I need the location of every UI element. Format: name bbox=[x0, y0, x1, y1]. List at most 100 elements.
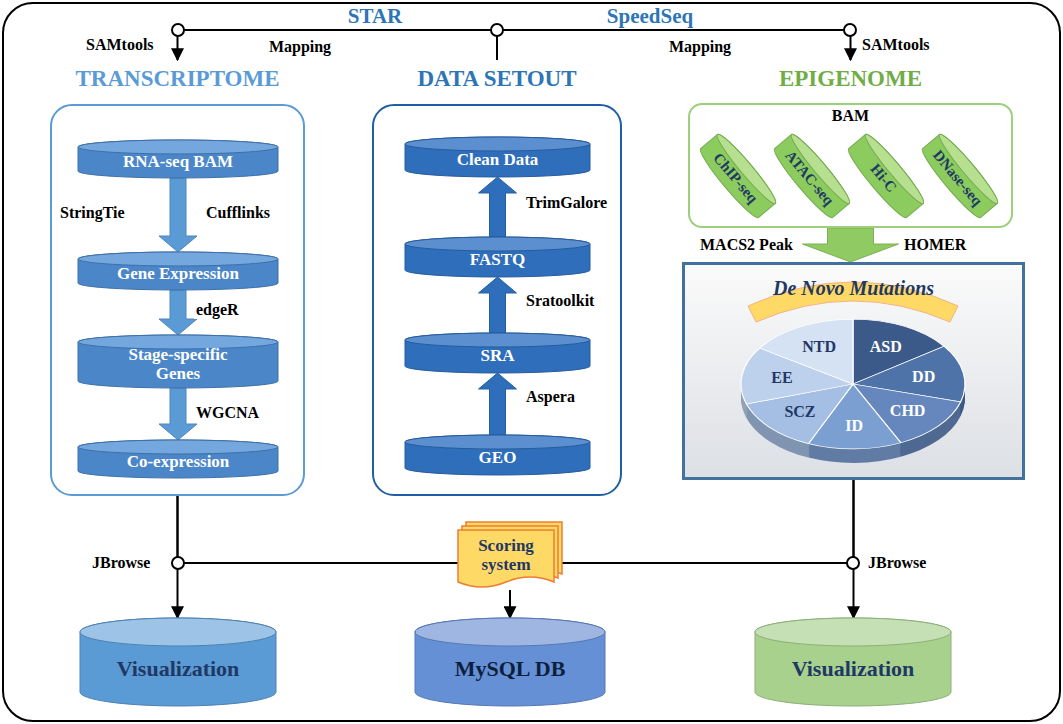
slice-label: ASD bbox=[870, 338, 902, 356]
section-panel: DATA SETOUT Clean DataFASTQ SRA GEO bbox=[372, 60, 622, 496]
flow-line bbox=[562, 480, 854, 563]
edge-label: TrimGalore bbox=[524, 194, 609, 212]
mutation-box: De Novo Mutations bbox=[682, 262, 1025, 480]
tool-label: JBrowse bbox=[868, 554, 926, 572]
cylinder-top bbox=[405, 237, 590, 251]
data-disc: FASTQ bbox=[405, 237, 590, 277]
text-holder: Visualization bbox=[80, 632, 276, 706]
tool-label: SAMtools bbox=[86, 36, 154, 54]
slice-label: DD bbox=[912, 368, 935, 386]
node-label: MySQL DB bbox=[455, 657, 566, 681]
text-holder: Scoring system bbox=[458, 530, 554, 582]
node-label: ChIP-seq bbox=[710, 150, 761, 207]
assay-disc: DNase-seq bbox=[918, 131, 1002, 222]
section-panel: EPIGENOMEBAMChIP-seqATAC-seqHi-CDNase-se… bbox=[688, 60, 1013, 228]
cylinder-top bbox=[80, 618, 276, 646]
assay-disc: ChIP-seq bbox=[696, 131, 780, 222]
node-label: Visualization bbox=[792, 657, 915, 681]
cylinder-top bbox=[78, 440, 278, 454]
cylinder-body bbox=[78, 252, 278, 290]
section-panel: TRANSCRIPTOMERNA-seq BAMGene ExpressionS… bbox=[50, 60, 305, 496]
flow-line bbox=[178, 496, 459, 563]
tool-label: Cufflinks bbox=[206, 204, 270, 222]
data-disc: Clean Data bbox=[405, 137, 590, 177]
cylinder-top bbox=[78, 252, 278, 266]
cylinder-body bbox=[405, 435, 590, 475]
cylinder-top bbox=[405, 435, 590, 449]
edge-label: Mapping bbox=[667, 38, 733, 56]
tool-label: SpeedSeq bbox=[607, 5, 693, 28]
block-arrow bbox=[479, 373, 517, 435]
section-heading: DATA SETOUT bbox=[417, 66, 576, 91]
cylinder-top bbox=[405, 333, 590, 347]
edge-label: Sratoolkit bbox=[524, 292, 596, 310]
document-page bbox=[458, 530, 554, 587]
node-label: FASTQ bbox=[470, 251, 525, 270]
junction-dot bbox=[491, 24, 503, 36]
node-label: Visualization bbox=[117, 657, 240, 681]
tool-label: StringTie bbox=[60, 204, 125, 222]
flow-line bbox=[497, 30, 851, 60]
pie-chart bbox=[741, 319, 965, 463]
junction-dot bbox=[172, 557, 184, 569]
cylinder-top bbox=[755, 618, 951, 646]
slice-label: EE bbox=[771, 370, 792, 388]
process-disc: Stage-specific Genes bbox=[78, 335, 278, 388]
edge-label: WGCNA bbox=[194, 404, 261, 422]
section-heading: TRANSCRIPTOME bbox=[75, 66, 279, 91]
node-label: GEO bbox=[479, 449, 517, 468]
block-arrow bbox=[159, 290, 197, 335]
slice-label: NTD bbox=[802, 339, 836, 357]
tool-label: HOMER bbox=[904, 236, 966, 254]
cylinder-body bbox=[415, 618, 605, 706]
cylinder-body bbox=[405, 137, 590, 177]
flow-line bbox=[178, 30, 498, 60]
text-holder: SRA bbox=[405, 340, 590, 373]
junction-dot bbox=[847, 557, 859, 569]
block-arrow bbox=[479, 177, 517, 237]
cylinder-body bbox=[405, 237, 590, 277]
node-label: Gene Expression bbox=[117, 265, 239, 284]
slice-label: ID bbox=[845, 417, 863, 435]
cylinder-top bbox=[861, 131, 928, 208]
panel-text: BAM bbox=[832, 107, 869, 125]
slice-label: SCZ bbox=[784, 403, 815, 421]
junction-dot bbox=[844, 24, 856, 36]
edge-label: edgeR bbox=[194, 301, 241, 319]
cylinder-body bbox=[770, 131, 854, 222]
cylinder-body bbox=[78, 335, 278, 388]
database-cylinder: Visualization bbox=[755, 618, 951, 706]
junction-dot bbox=[172, 24, 184, 36]
process-disc: RNA-seq BAM bbox=[78, 140, 278, 178]
node-label: SRA bbox=[480, 347, 514, 366]
box-ground bbox=[682, 262, 1025, 480]
cylinder-body bbox=[696, 131, 780, 222]
flow-line bbox=[509, 590, 511, 618]
tool-label: JBrowse bbox=[92, 554, 150, 572]
text-holder: RNA-seq BAM bbox=[78, 147, 278, 178]
text-holder: GEO bbox=[405, 442, 590, 475]
slice-label: CHD bbox=[890, 402, 926, 420]
text-holder: Co-expression bbox=[78, 447, 278, 478]
data-disc: GEO bbox=[405, 435, 590, 475]
process-disc: Co-expression bbox=[78, 440, 278, 478]
node-label: Co-expression bbox=[127, 453, 230, 472]
edge-label: Mapping bbox=[267, 38, 333, 56]
tool-label: MACS2 Peak bbox=[700, 236, 793, 254]
assay-disc: Hi-C bbox=[844, 131, 928, 222]
tool-label: STAR bbox=[348, 5, 402, 28]
block-arrow bbox=[803, 228, 899, 262]
assay-disc: ATAC-seq bbox=[770, 131, 854, 222]
block-arrow bbox=[159, 178, 197, 252]
database-cylinder: MySQL DB bbox=[415, 618, 605, 706]
process-disc: Gene Expression bbox=[78, 252, 278, 290]
text-holder: MySQL DB bbox=[415, 632, 605, 706]
data-disc: SRA bbox=[405, 333, 590, 373]
text-holder: FASTQ bbox=[405, 244, 590, 277]
cylinder-body bbox=[78, 140, 278, 178]
document-stack: Scoring system bbox=[458, 522, 562, 590]
node-label: Clean Data bbox=[457, 151, 539, 170]
cylinder-body bbox=[844, 131, 928, 222]
node-label: Stage-specific Genes bbox=[108, 346, 248, 383]
